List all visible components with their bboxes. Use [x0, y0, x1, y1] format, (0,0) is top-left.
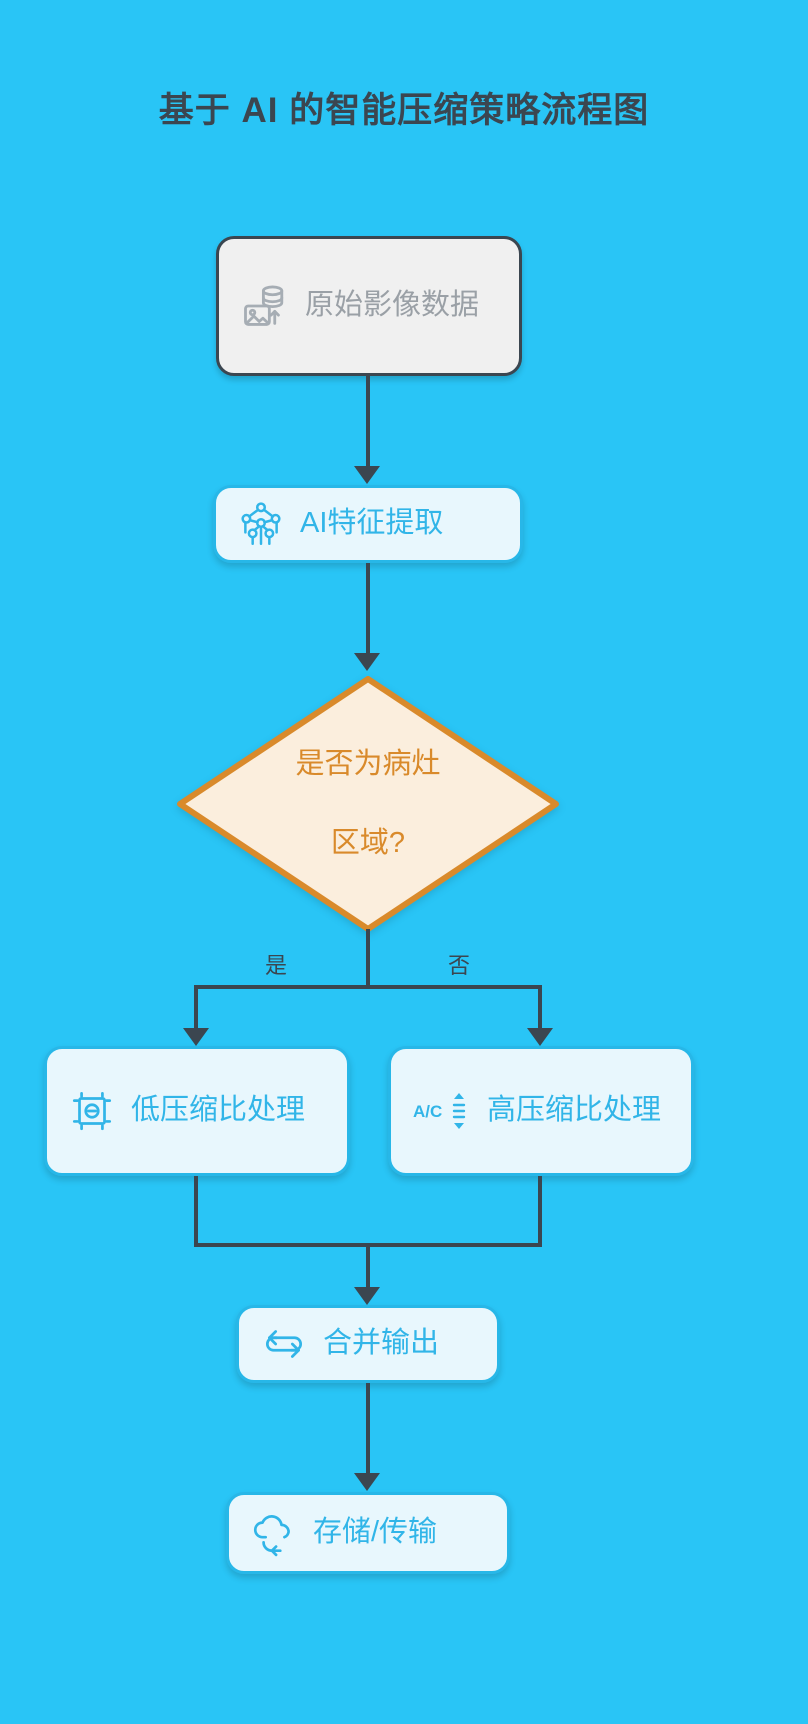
node-decision-lesion-region[interactable]: 是否为病灶 区域?: [176, 675, 560, 933]
connector-start-to-feature: [366, 376, 370, 468]
page-title: 基于 AI 的智能压缩策略流程图: [158, 91, 650, 130]
connector-merge-to-output: [366, 1383, 370, 1475]
node-low-compression[interactable]: 低压缩比处理: [44, 1046, 350, 1176]
connector-merge-stem: [366, 1243, 370, 1289]
node-label: 高压缩比处理: [487, 1094, 662, 1127]
node-original-image-data[interactable]: 原始影像数据: [216, 236, 522, 376]
node-ai-feature-extraction[interactable]: AI特征提取: [213, 485, 523, 563]
connector-low-to-merge: [194, 1176, 198, 1245]
svg-text:A/C: A/C: [413, 1102, 442, 1121]
connector-high-to-merge: [538, 1176, 542, 1245]
connector-yes-branch: [194, 985, 198, 1030]
connector-no-branch: [538, 985, 542, 1030]
connector-decision-stem: [366, 929, 370, 987]
edge-label-no: 否: [448, 953, 471, 978]
connector-split-bar: [194, 985, 542, 989]
arrowhead-feature-to-decision: [354, 653, 380, 671]
cloud-sync-icon: [249, 1508, 299, 1558]
arrowhead-start-to-feature: [354, 466, 380, 484]
connector-feature-to-decision: [366, 563, 370, 655]
decision-diamond-shape: [177, 676, 559, 932]
node-label: 原始影像数据: [305, 289, 480, 322]
node-storage-transmission[interactable]: 存储/传输: [226, 1492, 510, 1574]
image-database-icon: [239, 280, 291, 332]
node-merge-output[interactable]: 合并输出: [236, 1305, 500, 1383]
swap-arrows-icon: [259, 1319, 309, 1369]
node-label: 合并输出: [323, 1327, 440, 1360]
node-label: AI特征提取: [300, 507, 444, 540]
neural-network-icon: [236, 499, 286, 549]
node-label: 存储/传输: [313, 1516, 438, 1549]
node-label: 低压缩比处理: [131, 1094, 306, 1127]
ac-compress-icon: A/C: [411, 1086, 473, 1136]
edge-label-yes: 是: [265, 953, 288, 978]
arrowhead-merge-to-output: [354, 1473, 380, 1491]
arrowhead-no-branch: [527, 1028, 553, 1046]
arrowhead-to-merge: [354, 1287, 380, 1305]
node-high-compression[interactable]: A/C 高压缩比处理: [388, 1046, 694, 1176]
arrowhead-yes-branch: [183, 1028, 209, 1046]
crop-minus-icon: [67, 1086, 117, 1136]
